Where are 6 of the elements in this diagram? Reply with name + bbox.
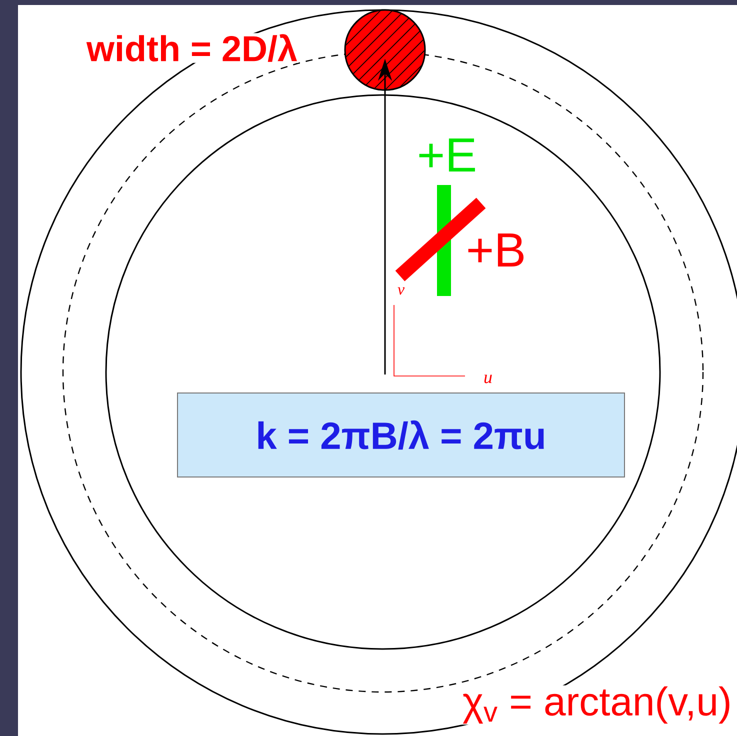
formula-label: width = 2D/λ [85, 33, 299, 63]
field-label: +E [419, 138, 475, 172]
field-label: +B [468, 233, 524, 266]
formula-box: k = 2πB/λ = 2πu [177, 392, 625, 478]
formula-label: χ$_{v}$ = arctan(v,u) [462, 685, 733, 725]
axis-label: v [398, 287, 405, 295]
